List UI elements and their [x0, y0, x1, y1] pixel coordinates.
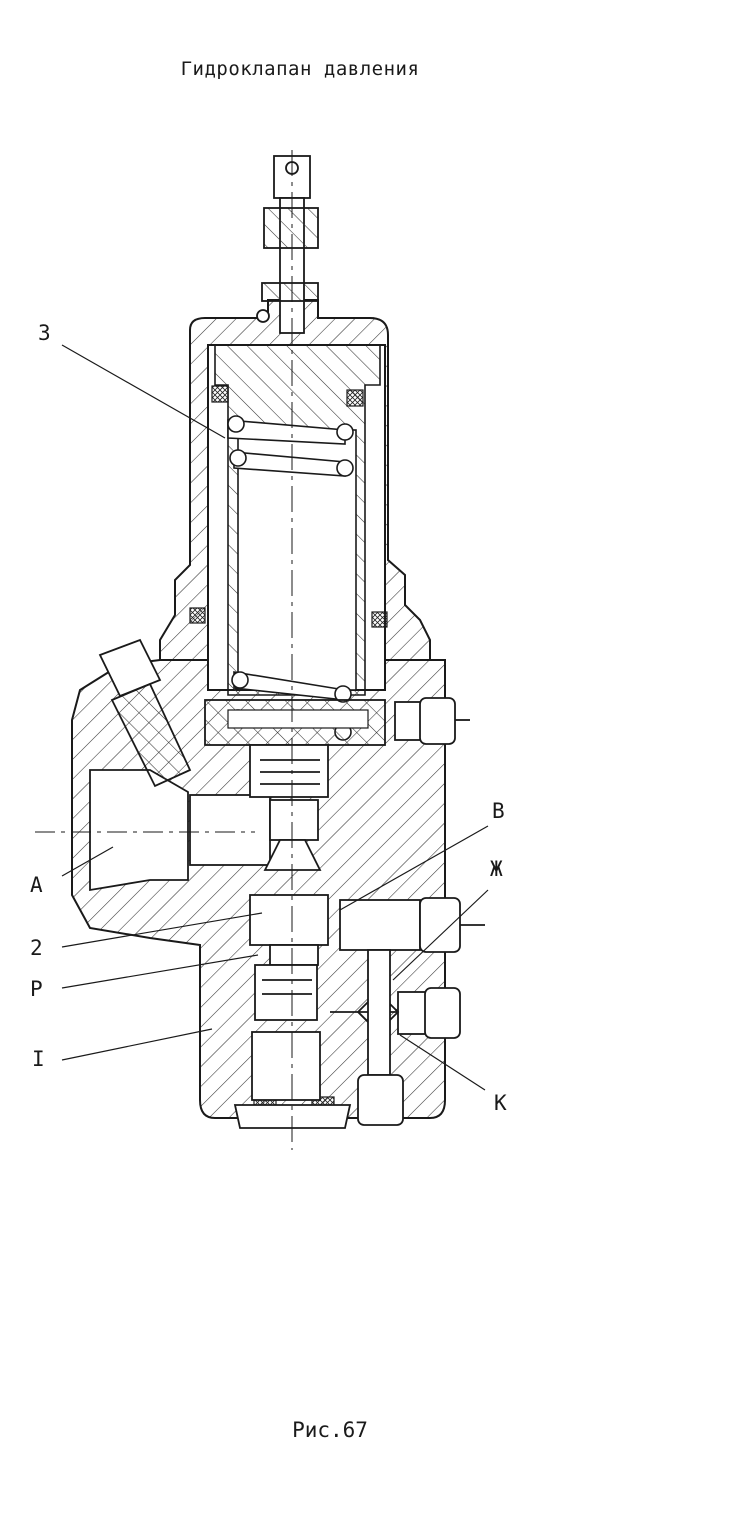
callout-zh: Ж — [490, 857, 503, 881]
callout-v: В — [492, 799, 505, 823]
seal-ring — [189, 607, 206, 624]
seal-ring — [371, 611, 388, 628]
figure-caption: Рис.67 — [292, 1418, 368, 1442]
seal-ring — [346, 389, 364, 407]
callout-a: А — [30, 873, 43, 897]
callout-k: К — [494, 1091, 507, 1115]
right-fittings — [330, 697, 485, 1126]
adjusting-stem — [256, 155, 319, 334]
callout-2: 2 — [30, 936, 43, 960]
valve-plunger — [249, 744, 329, 1101]
callout-3: 3 — [38, 321, 51, 345]
page-title: Гидроклапан давления — [180, 58, 420, 80]
seal-ring — [211, 385, 229, 403]
spring — [227, 415, 354, 741]
callout-labels: 3 А 2 Р I В Ж К — [30, 321, 507, 1115]
callout-i: I — [32, 1047, 45, 1071]
callout-p: Р — [30, 977, 43, 1001]
angled-fitting — [98, 638, 192, 788]
leader-lines — [61, 344, 489, 1091]
